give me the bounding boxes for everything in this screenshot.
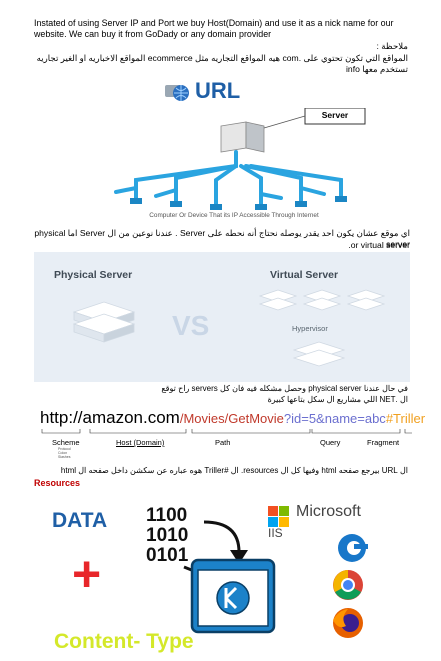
intro-paragraph: Instated of using Server IP and Port we … [34,18,394,39]
url-bracket-lines [41,429,412,434]
microsoft-logo-icon [268,506,289,527]
note-text: المواقع التي تكون تحتوي على .com هيه الم… [36,53,408,74]
scheme-sub-labels: Protocol Colon Slashes [58,447,71,459]
url-banner-title: URL [195,78,241,103]
label-fragment: Fragment [367,438,400,447]
server-label: Server [321,110,349,120]
content-type-label: Content- Type [54,630,194,653]
server-explain-line2: or virtual server. [348,240,410,250]
virtual-server-label: Virtual Server [270,269,339,281]
chrome-browser-icon [333,570,363,600]
label-query: Query [320,438,341,447]
url-query: ?id=5&name=abc [283,411,386,426]
server-figure-caption: Computer Or Device That its IP Accessibl… [149,212,319,219]
hypervisor-label: Hypervisor [292,324,328,333]
physical-vs-virtual-figure: Physical Server Virtual Server VS Hyperv… [34,252,410,382]
url-fragment: #Triller [385,411,426,426]
label-path: Path [215,438,231,447]
server-explain-line1: اي موقع عشان يكون احد يقدر يوصله نحتاج أ… [34,228,410,249]
iis-label: IIS [268,526,283,540]
note-label: ملاحظة : [376,41,408,51]
server-network-figure: Server [96,108,370,212]
binary-block: 1100 1010 0101 [146,505,189,566]
physical-note-line1: في حال عندنا physical server وحصل مشكله … [161,384,408,393]
firefox-browser-icon [333,608,363,638]
url-parts-diagram: http://amazon.com/Movies/GetMovie?id=5&n… [40,408,425,459]
data-label: DATA [52,509,108,532]
microsoft-label: Microsoft [296,503,361,520]
physical-server-label: Physical Server [54,269,133,281]
kde-app-icon [190,558,276,634]
vs-label: VS [172,310,210,341]
url-scheme-host: http://amazon.com [40,408,180,427]
label-scheme: Scheme [52,438,80,447]
physical-note-line2: ال .NET اللي مشاريع ال سكل بتاعها كبيرة [267,395,408,404]
url-note: ال URL بيرجع صفحه html وفيها كل ال resou… [60,466,408,475]
globe-folder-icon [165,85,189,101]
edge-browser-icon [338,534,368,562]
url-banner: URL [163,78,283,104]
label-host: Host (Domain) [116,438,165,447]
url-path: /Movies/GetMovie [179,411,284,426]
resources-heading: Resources [34,478,81,488]
plus-symbol: + [72,546,102,602]
resources-figure: DATA 1100 1010 0101 + [34,492,414,660]
server-stack-icons [72,289,386,367]
